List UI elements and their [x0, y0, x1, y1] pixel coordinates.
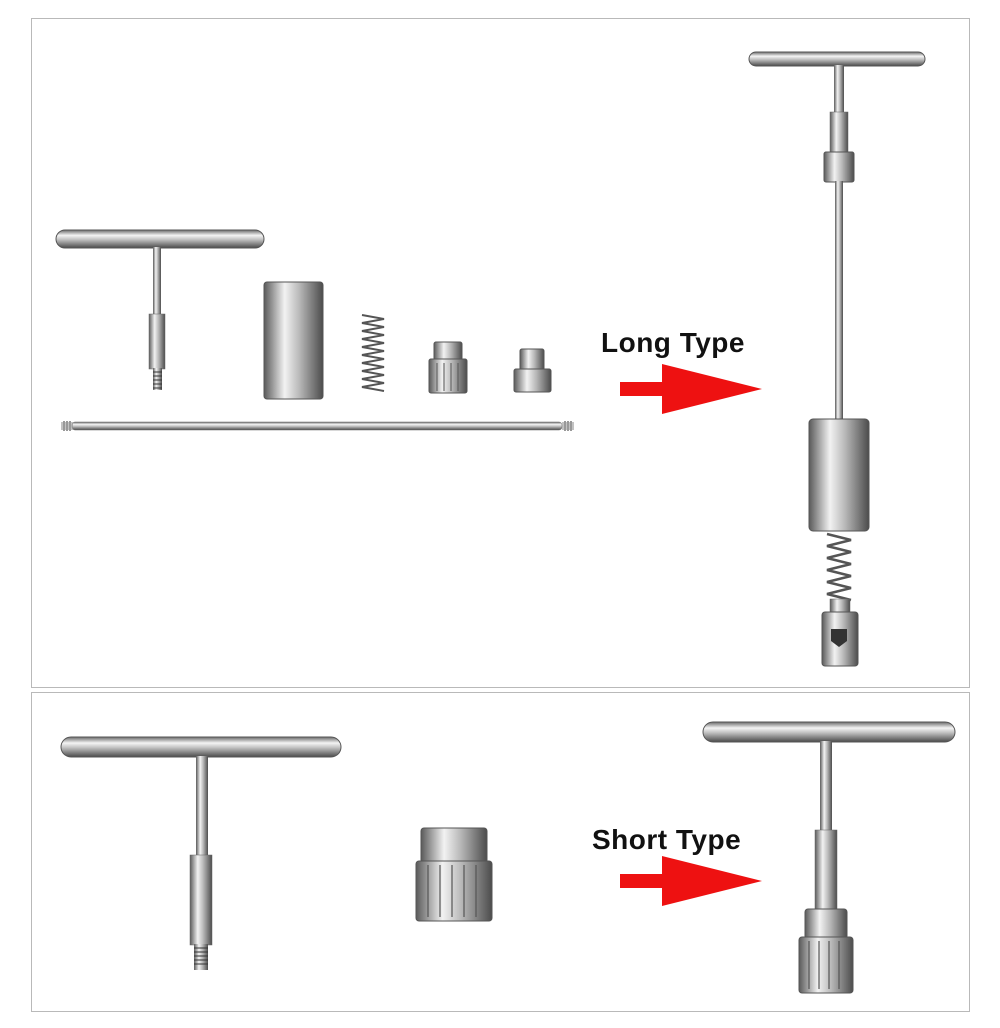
assembled-long-tool — [748, 51, 926, 667]
right-arrow-icon — [620, 364, 762, 414]
connector-part — [415, 827, 493, 922]
short-type-label: Short Type — [592, 824, 742, 855]
slide-weight-part — [263, 281, 324, 400]
long-type-illustration — [55, 51, 926, 667]
t-handle-part — [60, 736, 342, 970]
long-type-panel: Long Type — [31, 18, 970, 688]
short-type-illustration — [60, 721, 956, 994]
long-rod-part — [61, 421, 574, 431]
right-arrow-icon — [620, 856, 762, 906]
small-connector-part — [513, 348, 552, 393]
t-handle-part — [55, 229, 265, 390]
long-type-label: Long Type — [601, 327, 745, 358]
spring-part — [361, 314, 385, 392]
assembled-short-tool — [702, 721, 956, 994]
large-connector-part — [428, 341, 468, 394]
short-type-panel: Short Type — [31, 692, 970, 1012]
